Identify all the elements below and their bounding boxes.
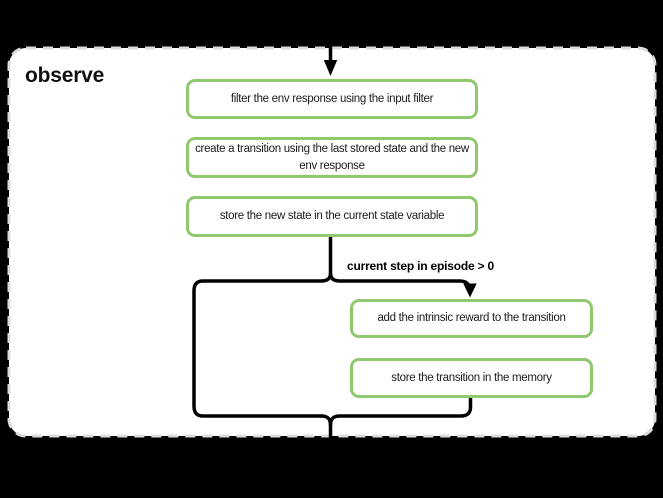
condition-label: current step in episode > 0 xyxy=(347,259,494,273)
node-filter-env-response[interactable]: filter the env response using the input … xyxy=(186,79,478,119)
incoming-arrowhead xyxy=(323,60,338,76)
node-label: add the intrinsic reward to the transiti… xyxy=(377,312,566,325)
node-label: filter the env response using the input … xyxy=(230,92,434,105)
node-label: store the transition in the memory xyxy=(391,371,552,384)
condition-arrowhead xyxy=(463,283,477,298)
node-create-transition[interactable]: create a transition using the last store… xyxy=(186,137,478,178)
node-store-transition[interactable]: store the transition in the memory xyxy=(350,358,593,398)
group-title: observe xyxy=(25,64,105,87)
node-label: store the new state in the current state… xyxy=(219,210,445,223)
skip-branch-connector xyxy=(192,272,333,442)
node-add-intrinsic-reward[interactable]: add the intrinsic reward to the transiti… xyxy=(350,299,593,338)
node-store-new-state[interactable]: store the new state in the current state… xyxy=(186,196,478,237)
node-label: create a transition using the last store… xyxy=(195,142,469,172)
merge-connector xyxy=(328,398,473,426)
